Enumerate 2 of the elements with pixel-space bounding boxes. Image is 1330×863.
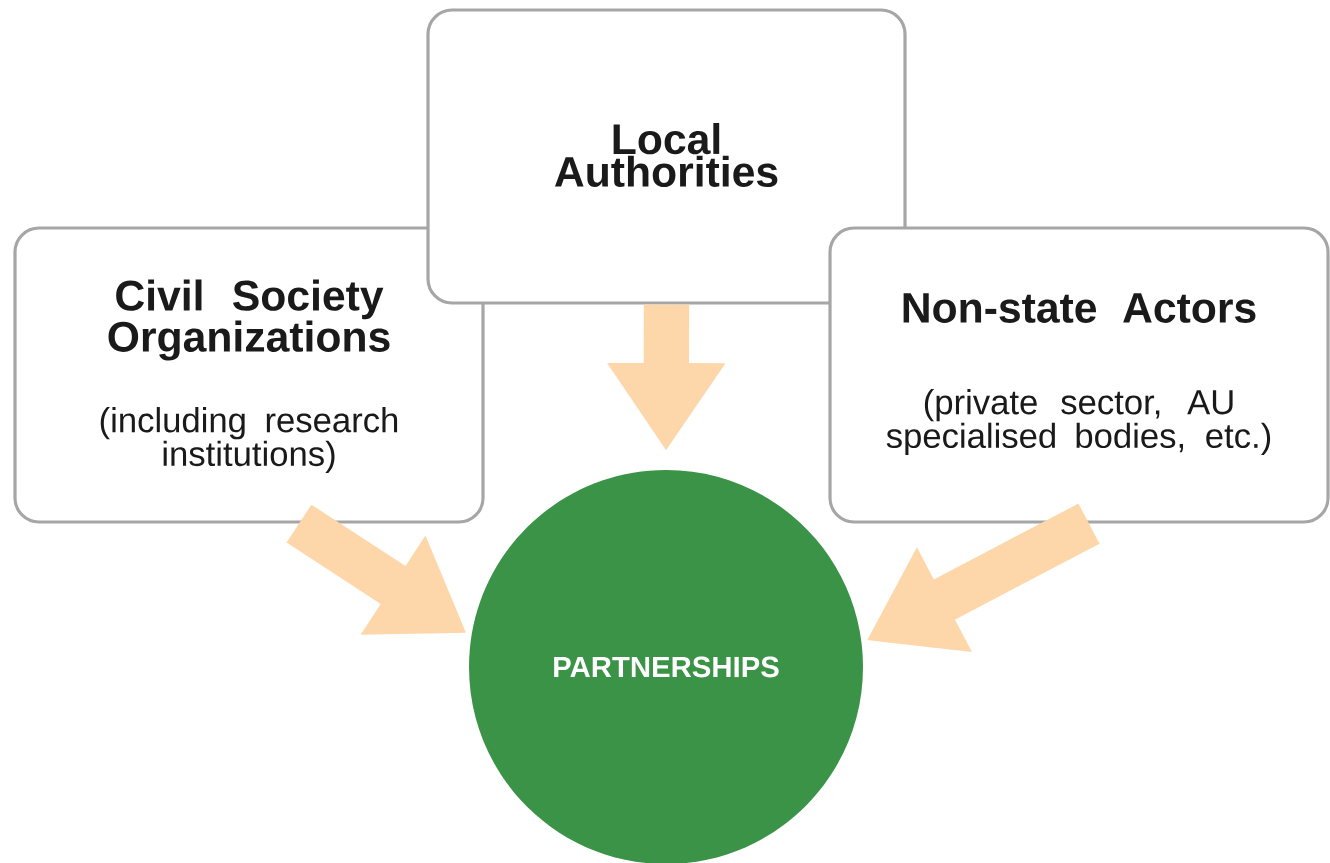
text-box: Non-state Actors (private sector, AU specialised bodies, etc.) xyxy=(828,226,1330,524)
text-box: Civil Society Organizations (including research institutions) xyxy=(13,226,485,524)
